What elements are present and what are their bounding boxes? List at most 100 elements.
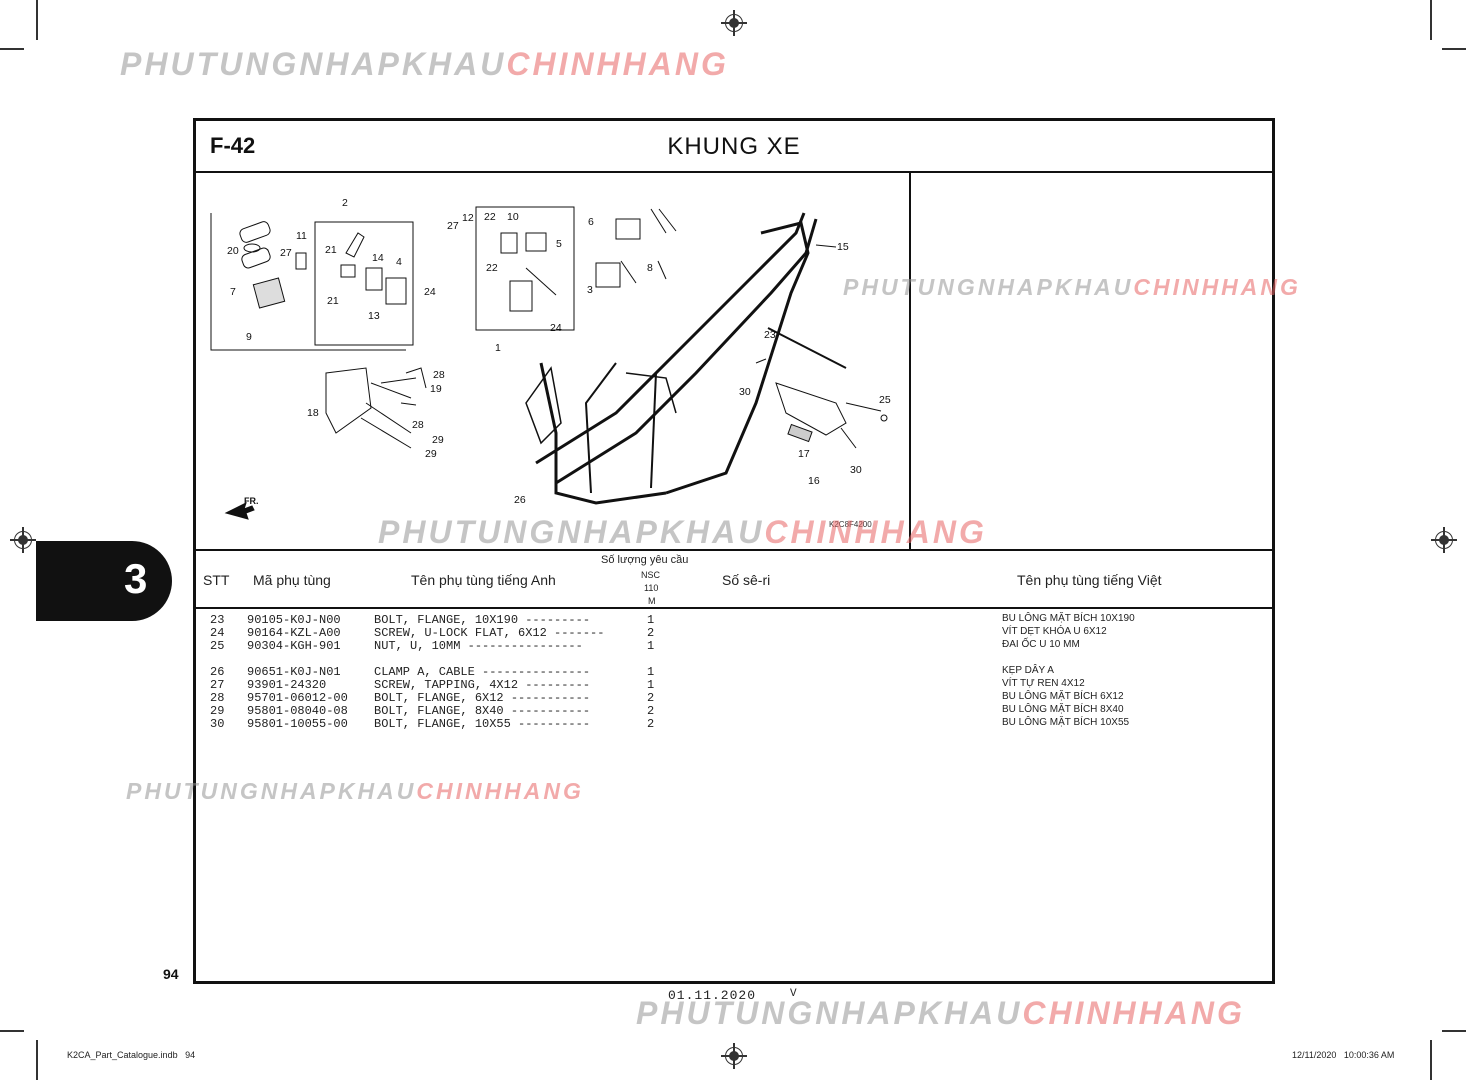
cell-name-vi: BU LÔNG MẶT BÍCH 10X55 (1002, 717, 1130, 728)
col-header-stt: STT (203, 572, 230, 588)
callout-28: 28 (433, 369, 445, 381)
callout-21: 21 (325, 244, 337, 256)
crop-mark (1430, 1040, 1432, 1080)
cell-stt: 25 (210, 639, 225, 653)
cell-name-vi: BU LÔNG MẶT BÍCH 10X190 (1002, 613, 1135, 624)
callout-1: 1 (495, 342, 501, 354)
page-title: KHUNG XE (667, 133, 801, 160)
callout-27: 27 (280, 247, 292, 259)
cell-qty: 2 (647, 717, 655, 731)
registration-mark (1431, 527, 1457, 553)
catalogue-frame: F-42 KHUNG XE (193, 118, 1275, 984)
cell-stt: 30 (210, 717, 225, 731)
col-header-part-no: Mã phụ tùng (253, 572, 331, 588)
callout-22b: 22 (486, 262, 498, 274)
table-header-divider (196, 607, 1272, 609)
callout-28b: 28 (412, 419, 424, 431)
callout-22: 22 (484, 211, 496, 223)
callout-23: 23 (764, 329, 776, 341)
cell-qty: 2 (647, 704, 655, 718)
watermark: PHUTUNGNHAPKHAUCHINHHANG (120, 46, 729, 82)
footer-timestamp: 12/11/2020 10:00:36 AM (1292, 1050, 1395, 1060)
crop-mark (0, 48, 24, 50)
callout-4: 4 (396, 256, 402, 268)
crop-mark (36, 1040, 38, 1080)
callout-30b: 30 (850, 464, 862, 476)
cell-name-vi: VÍT TỰ REN 4X12 (1002, 678, 1085, 689)
callout-19: 19 (430, 383, 442, 395)
cell-stt: 28 (210, 691, 225, 705)
callout-18: 18 (307, 407, 319, 419)
watermark: PHUTUNGNHAPKHAUCHINHHANG (378, 514, 987, 550)
crop-mark (1442, 1030, 1466, 1032)
callout-6: 6 (588, 216, 594, 228)
cell-part-no: 90164-KZL-A00 (247, 626, 341, 640)
col-header-name-en: Tên phụ tùng tiếng Anh (411, 572, 556, 588)
chapter-tab: 3 (36, 541, 172, 621)
crop-mark (36, 0, 38, 40)
callout-14: 14 (372, 252, 384, 264)
cell-stt: 23 (210, 613, 225, 627)
cell-name-en: BOLT, FLANGE, 6X12 ----------- (374, 691, 591, 705)
watermark: PHUTUNGNHAPKHAUCHINHHANG (636, 995, 1245, 1031)
cell-stt: 24 (210, 626, 225, 640)
callout-24: 24 (424, 286, 436, 298)
callout-15: 15 (837, 241, 849, 253)
cell-qty: 1 (647, 639, 655, 653)
callout-2: 2 (342, 197, 348, 209)
callout-8: 8 (647, 262, 653, 274)
exploded-diagram: 2 11 21 14 4 20 27 7 21 13 24 9 27 12 22… (210, 197, 891, 529)
cell-part-no: 90105-K0J-N00 (247, 613, 341, 627)
col-header-qty-m: M (648, 596, 656, 606)
callout-13: 13 (368, 310, 380, 322)
crop-mark (1430, 0, 1432, 40)
cell-name-vi: BU LÔNG MẶT BÍCH 8X40 (1002, 704, 1124, 715)
callout-7: 7 (230, 286, 236, 298)
cell-name-en: SCREW, U-LOCK FLAT, 6X12 ------- (374, 626, 605, 640)
date-suffix: V (790, 988, 797, 1000)
section-code: F-42 (210, 133, 256, 158)
callout-16: 16 (808, 475, 820, 487)
cell-part-no: 90304-KGH-901 (247, 639, 341, 653)
callout-30: 30 (739, 386, 751, 398)
cell-name-en: BOLT, FLANGE, 8X40 ----------- (374, 704, 591, 718)
cell-part-no: 95701-06012-00 (247, 691, 348, 705)
cell-name-en: SCREW, TAPPING, 4X12 --------- (374, 678, 591, 692)
col-header-serial: Số sê-ri (722, 572, 771, 588)
callout-21b: 21 (327, 295, 339, 307)
cell-name-vi: BU LÔNG MẶT BÍCH 6X12 (1002, 691, 1124, 702)
cell-stt: 29 (210, 704, 225, 718)
cell-name-en: BOLT, FLANGE, 10X190 --------- (374, 613, 591, 627)
table-top-border (196, 549, 1272, 551)
callout-25: 25 (879, 394, 891, 406)
callout-27b: 27 (447, 220, 459, 232)
diagram-code: K2C8F4200 (829, 520, 872, 529)
callout-9: 9 (246, 331, 252, 343)
cell-qty: 2 (647, 626, 655, 640)
registration-mark (721, 1043, 747, 1069)
callout-5: 5 (556, 238, 562, 250)
chapter-number: 3 (124, 555, 148, 602)
watermark: PHUTUNGNHAPKHAUCHINHHANG (126, 778, 584, 804)
callout-20: 20 (227, 245, 239, 257)
cell-name-vi: KẸP DÂY A (1002, 665, 1054, 676)
registration-mark (10, 527, 36, 553)
cell-qty: 1 (647, 613, 655, 627)
header-divider (196, 171, 1272, 173)
fr-label: FR. (244, 496, 259, 506)
col-header-qty-110: 110 (644, 583, 659, 593)
cell-qty: 2 (647, 691, 655, 705)
cell-name-en: BOLT, FLANGE, 10X55 ---------- (374, 717, 591, 731)
callout-17: 17 (798, 448, 810, 460)
watermark: PHUTUNGNHAPKHAUCHINHHANG (843, 274, 1301, 300)
callout-29b: 29 (425, 448, 437, 460)
page-number: 94 (163, 966, 179, 982)
callout-3: 3 (587, 284, 593, 296)
callout-12: 12 (462, 212, 474, 224)
footer-file: K2CA_Part_Catalogue.indb 94 (67, 1050, 196, 1060)
crop-mark (1442, 48, 1466, 50)
cell-part-no: 95801-10055-00 (247, 717, 348, 731)
col-header-name-vi: Tên phụ tùng tiếng Việt (1017, 572, 1162, 588)
cell-part-no: 93901-24320 (247, 678, 327, 692)
cell-name-vi: VÍT DẸT KHÓA U 6X12 (1002, 626, 1107, 637)
